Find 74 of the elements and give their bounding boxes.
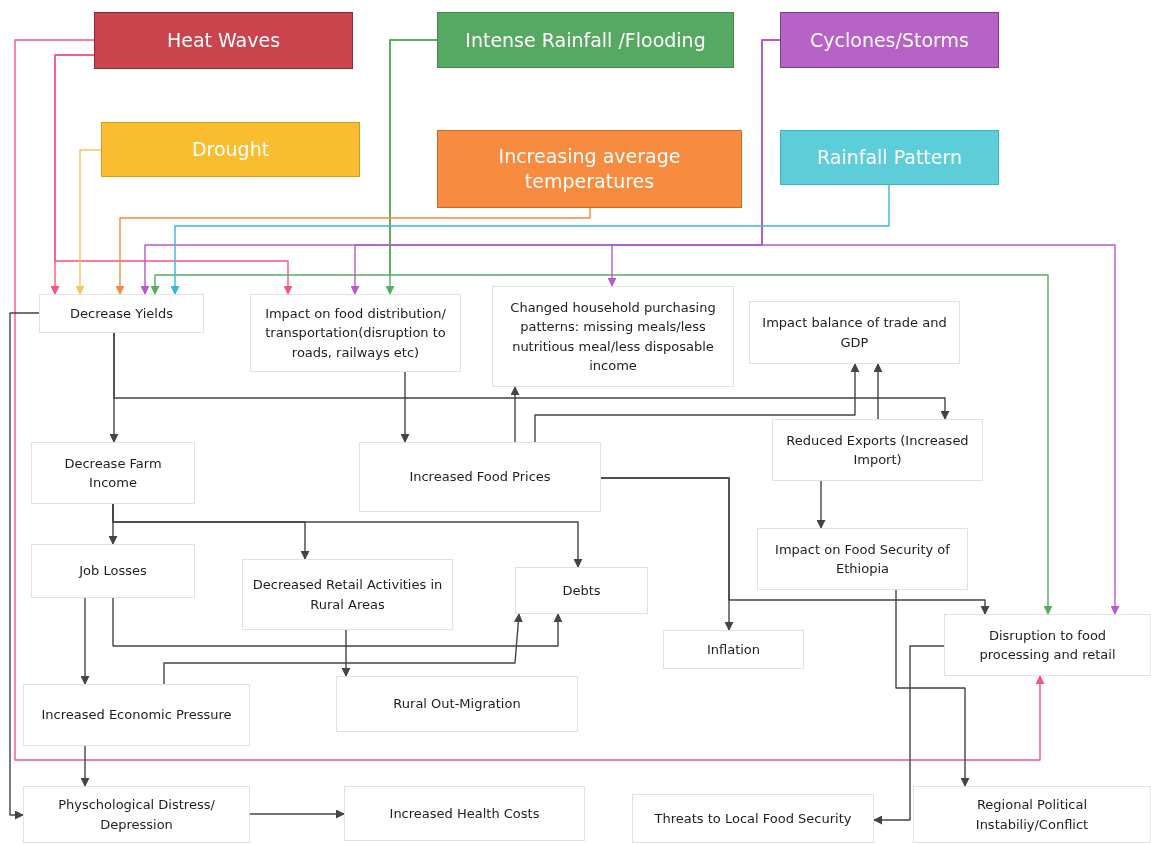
impact-box	[344, 786, 585, 841]
arrow	[873, 645, 945, 825]
arrow	[9, 312, 40, 820]
impact-box	[23, 684, 250, 746]
arrow	[80, 745, 90, 787]
impact-box	[31, 442, 195, 504]
box-label: Decrease Farm Income	[63, 454, 163, 492]
box-label: Impact on Food Security of Ethiopia	[774, 540, 951, 578]
impact-box	[31, 544, 195, 598]
arrow	[115, 207, 591, 295]
box-label: Rainfall Pattern	[816, 145, 962, 170]
box-label: Rural Out-Migration	[393, 695, 521, 714]
arrow	[170, 184, 890, 295]
impact-box	[39, 294, 204, 333]
arrow	[895, 589, 970, 787]
climate-driver-box	[437, 130, 742, 208]
impact-box	[632, 794, 874, 843]
arrow	[163, 613, 523, 685]
box-label: Job Losses	[79, 562, 147, 581]
impact-box	[242, 559, 453, 630]
box-label: Intense Rainfall /Flooding	[465, 27, 706, 53]
impact-box	[663, 630, 804, 669]
box-label: Regional Political Instabiliy/Conflict	[974, 796, 1090, 834]
arrow	[534, 363, 860, 443]
box-label: Increased Economic Pressure	[41, 706, 232, 725]
box-label: Increased Health Costs	[389, 804, 540, 823]
impact-box	[913, 786, 1151, 843]
climate-driver-box	[780, 12, 999, 68]
climate-driver-box	[437, 12, 734, 68]
impact-box	[336, 676, 578, 732]
arrow	[873, 363, 883, 420]
arrow	[112, 597, 563, 647]
impact-box	[359, 442, 601, 512]
climate-driver-box	[780, 130, 999, 185]
impact-box	[749, 301, 960, 364]
arrow	[761, 39, 1120, 615]
arrow	[600, 477, 990, 615]
arrow	[75, 149, 102, 295]
box-label: Impact balance of trade and GDP	[761, 314, 948, 352]
box-label: Threats to Local Food Security	[654, 809, 852, 828]
box-label: Decrease Yields	[70, 304, 173, 323]
arrow	[80, 597, 90, 685]
arrow	[112, 503, 583, 568]
box-label: Heat Waves	[166, 28, 281, 53]
arrow	[249, 809, 345, 819]
arrow	[816, 480, 826, 529]
impact-box	[944, 614, 1151, 676]
box-label: Disruption to food processing and retail	[978, 626, 1117, 664]
impact-box	[515, 567, 648, 614]
box-label: Increasing average temperatures	[497, 144, 682, 194]
arrow	[54, 54, 293, 295]
box-label: Reduced Exports (Increased Import)	[785, 431, 970, 469]
arrow	[400, 371, 410, 443]
impact-box	[23, 786, 250, 843]
box-label: Physchological Distress/ Depression	[57, 796, 216, 834]
box-label: Drought	[191, 137, 270, 162]
arrow	[113, 332, 950, 420]
box-label: Cyclones/Storms	[810, 27, 969, 53]
impact-box	[492, 286, 734, 387]
box-label: Inflation	[706, 640, 761, 659]
box-label: Decreased Retail Activities in Rural Areas	[251, 576, 444, 614]
arrow	[14, 39, 1045, 761]
arrow	[389, 39, 1053, 615]
impact-box	[250, 294, 461, 372]
box-label: Changed household purchasing patterns: missing meals/less nutritious meal/less disposable income	[509, 298, 717, 375]
climate-driver-box	[94, 12, 353, 69]
box-label: Impact on food distribution/ transportation(disruption to roads, railways etc)	[264, 304, 447, 362]
climate-driver-box	[101, 122, 360, 177]
box-label: Increased Food Prices	[409, 468, 551, 487]
arrow	[510, 386, 520, 443]
impact-box	[772, 419, 983, 481]
box-label: Debts	[562, 581, 601, 600]
arrow	[341, 629, 351, 677]
impact-box	[757, 528, 968, 590]
